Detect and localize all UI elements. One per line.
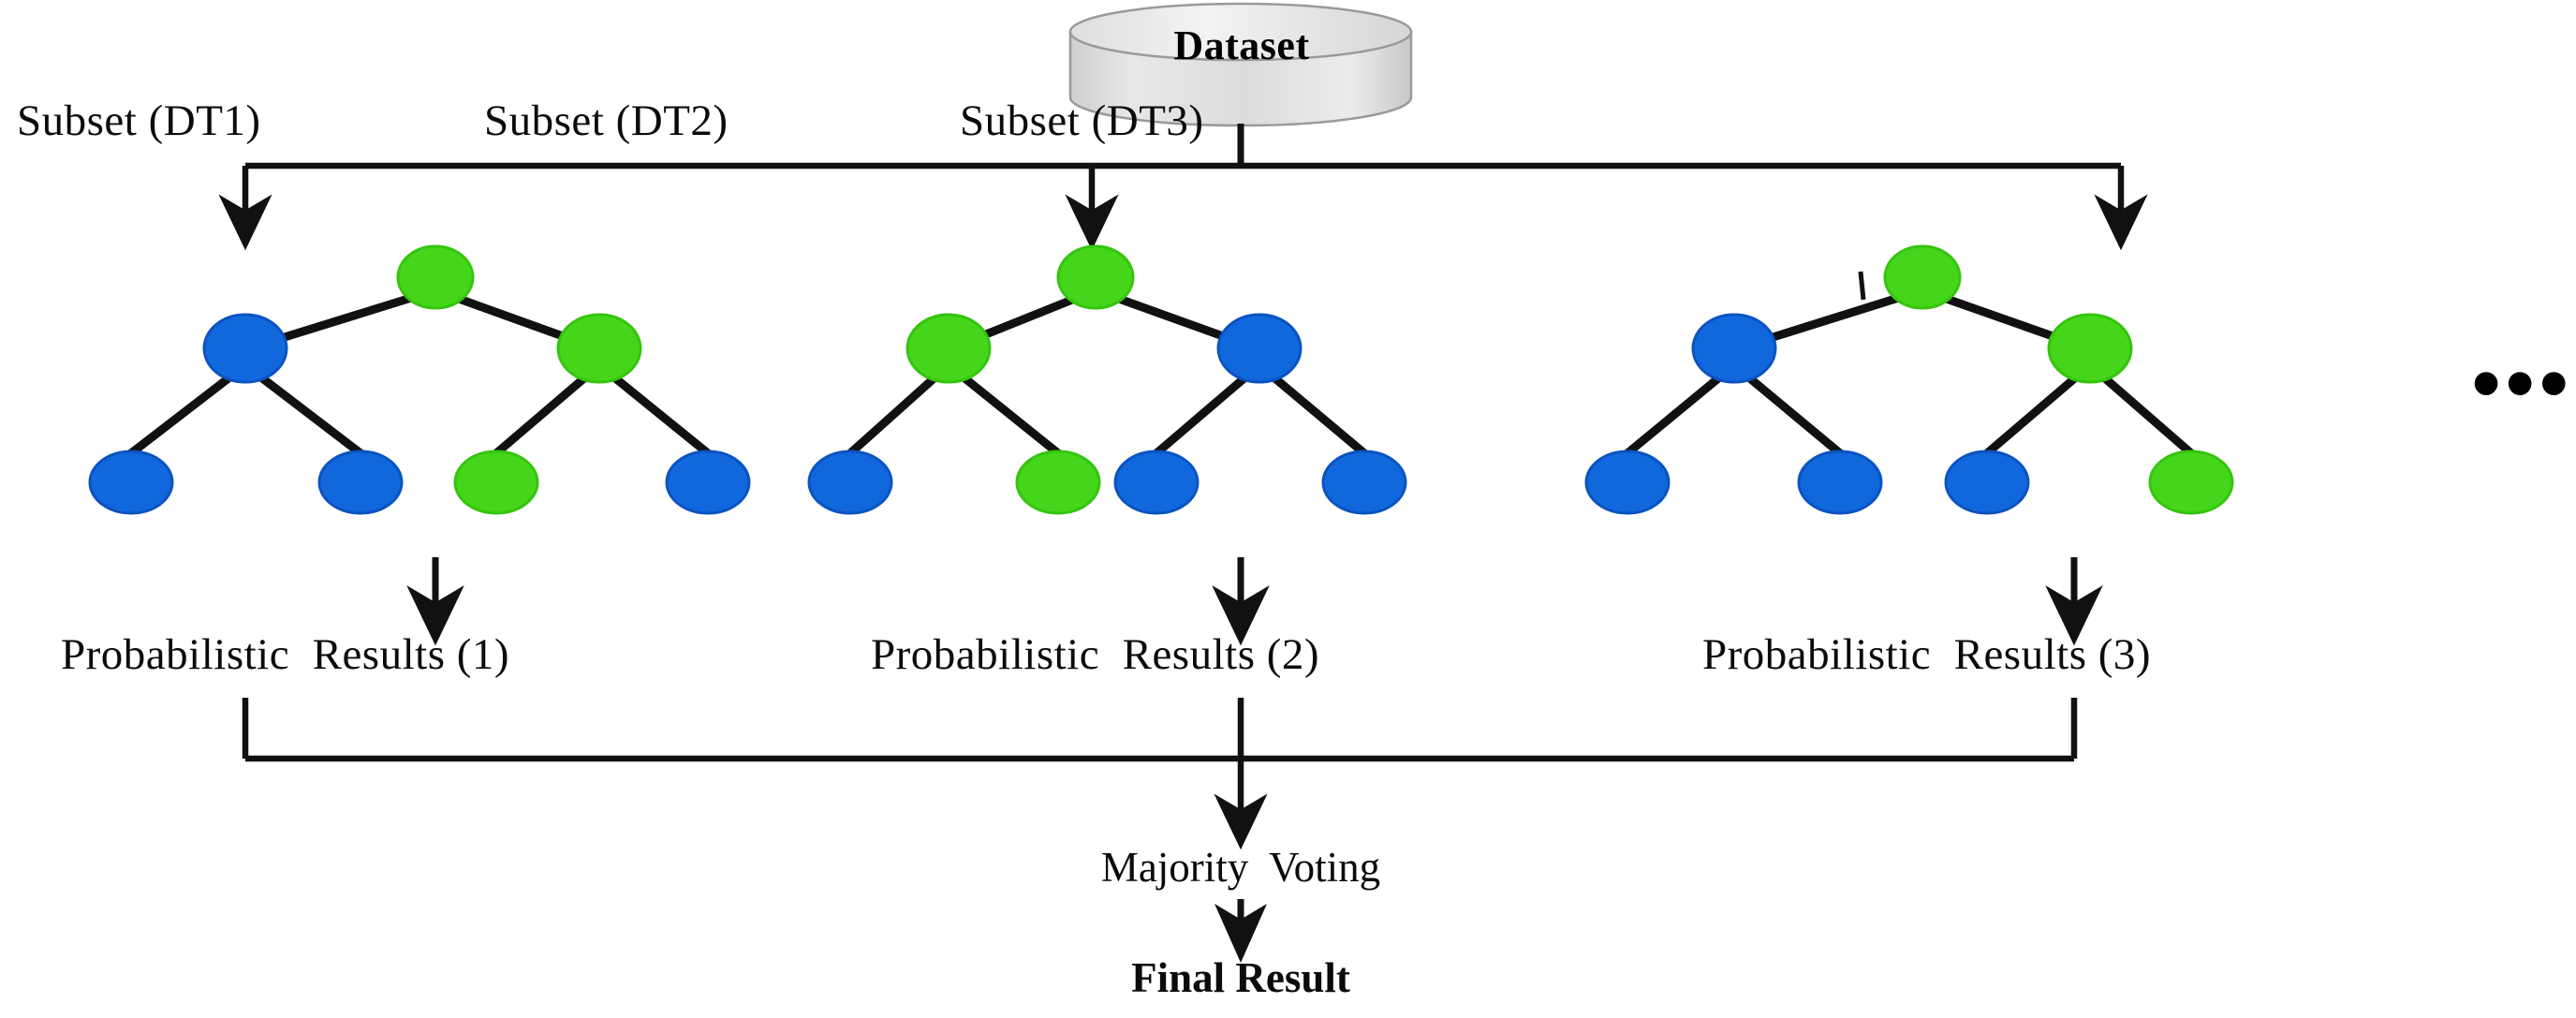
tree-2-node-L3-0 [807,450,893,515]
result-to-vote-bus [242,698,2078,850]
tree-3-node-L3-2 [1944,450,2030,515]
final-result-label: Final Result [1131,954,1350,1001]
tree-3-node-L3-3 [2148,450,2234,515]
probabilistic-result-label-2: Probabilistic Results (2) [871,630,1320,679]
tree-1-node-L3-2 [453,450,539,515]
tree-3-node-L3-1 [1797,450,1883,515]
decision-tree-2 [807,244,1407,515]
tree-2-node-L3-2 [1113,450,1200,515]
tree-1-node-L3-0 [88,450,174,515]
decision-tree-1 [88,244,751,515]
tree-2-node-L3-3 [1321,450,1407,515]
tree-1-node-L3-1 [317,450,404,515]
dataset-label: Dataset [1173,22,1310,68]
majority-voting-label: Majority Voting [1100,844,1381,891]
tree-2-node-root [1056,244,1135,310]
probabilistic-result-label-3: Probabilistic Results (3) [1702,630,2152,679]
tree-2-node-L2-0 [905,313,992,384]
tree-3-node-L2-0 [1691,313,1777,384]
dataset-cylinder [1068,2,1413,127]
stray-tick-mark [1858,271,1866,301]
decision-tree-3 [1584,244,2234,515]
tree-3-node-root [1883,244,1962,310]
subset-label-2: Subset (DT2) [484,96,729,145]
tree-2-node-L2-1 [1216,313,1303,384]
tree-1-node-L2-1 [556,313,642,384]
tree-3-node-L2-1 [2047,313,2133,384]
probabilistic-result-label-1: Probabilistic Results (1) [61,630,510,679]
tree-3-node-L3-0 [1584,450,1671,515]
tree-2-node-L3-1 [1015,450,1101,515]
subset-label-3: Subset (DT3) [960,96,1204,145]
more-trees-ellipsis-icon: ••• [2472,338,2574,428]
tree-1-node-L2-0 [202,313,288,384]
tree-1-node-root [396,244,475,310]
tree-1-node-L3-3 [665,450,751,515]
subset-label-1: Subset (DT1) [17,96,261,145]
